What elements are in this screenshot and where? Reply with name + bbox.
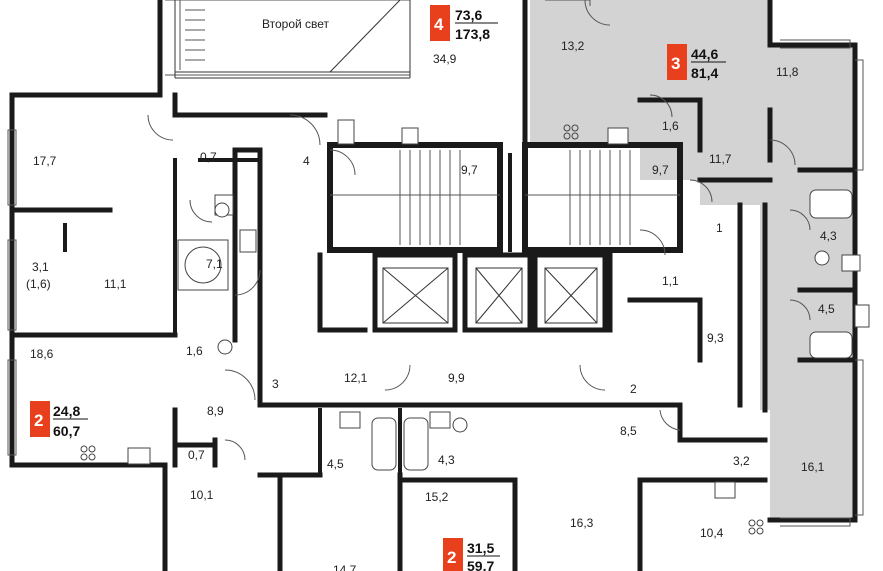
- label-room-number: 4: [303, 154, 310, 168]
- badge-rooms: 3: [671, 54, 680, 73]
- label-area: 3,1: [32, 260, 49, 274]
- label-area: 10,1: [190, 488, 214, 502]
- label-vtoroy-svet: Второй свет: [262, 17, 330, 31]
- label-area: 9,3: [707, 331, 724, 345]
- label-room-number: 2: [630, 382, 637, 396]
- label-area: 4,3: [438, 453, 455, 467]
- label-area: 1,6: [186, 344, 203, 358]
- label-area: 11,7: [709, 152, 732, 166]
- door-swings: [147, 0, 811, 461]
- badge-living-area: 73,6: [455, 7, 482, 23]
- badge-total-area: 81,4: [691, 65, 718, 81]
- badge-total-area: 173,8: [455, 26, 490, 42]
- label-area: 9,9: [448, 371, 465, 385]
- label-area: 3,2: [733, 454, 750, 468]
- label-area: 14,7: [333, 563, 357, 571]
- label-area: 4,5: [327, 457, 344, 471]
- label-area: 16,3: [570, 516, 594, 530]
- label-area: 11,1: [104, 277, 127, 291]
- label-area: 0,7: [200, 150, 217, 164]
- badge-rooms-box: [30, 401, 50, 437]
- label-area: 4,5: [818, 302, 835, 316]
- label-area: 8,5: [620, 424, 637, 438]
- apartment-badge-4k[interactable]: 4 73,6 173,8: [430, 5, 498, 42]
- apartment-badge-2k-left[interactable]: 2 24,8 60,7: [30, 401, 88, 439]
- badge-rooms: 2: [34, 411, 43, 430]
- apartment-badge-3k[interactable]: 3 44,6 81,4: [667, 44, 726, 81]
- label-area: 9,7: [652, 163, 669, 177]
- apartment-badge-2k-bottom[interactable]: 2 31,5 59,7: [443, 538, 500, 571]
- label-area: 12,1: [344, 371, 368, 385]
- label-area: 8,9: [207, 404, 224, 418]
- label-area: 1,1: [662, 274, 679, 288]
- label-area: 0,7: [188, 448, 205, 462]
- label-area: 13,2: [561, 39, 585, 53]
- label-area: 15,2: [425, 490, 449, 504]
- label-area: 1,6: [662, 119, 679, 133]
- label-area: 17,7: [33, 154, 57, 168]
- sanitary-fixtures: [127, 119, 870, 499]
- label-area: 16,1: [801, 460, 825, 474]
- label-room-number: 1: [716, 221, 723, 235]
- badge-total-area: 60,7: [53, 423, 80, 439]
- label-area: 18,6: [30, 347, 54, 361]
- stove-burners: [80, 124, 764, 535]
- label-area: (1,6): [26, 277, 51, 291]
- label-area: 10,4: [700, 526, 724, 540]
- label-area: 34,9: [433, 52, 457, 66]
- badge-rooms: 2: [447, 548, 456, 567]
- badge-living-area: 24,8: [53, 403, 80, 419]
- label-room-number: 3: [272, 377, 279, 391]
- lift-cross-marks: [382, 267, 598, 324]
- badge-rooms: 4: [434, 15, 444, 34]
- walls: [9, 0, 858, 571]
- label-area: 4,3: [820, 229, 837, 243]
- room-labels: Второй свет 34,9 13,2 11,8 1,6 11,7 9,7 …: [26, 17, 837, 571]
- label-area: 9,7: [461, 163, 478, 177]
- badge-living-area: 44,6: [691, 46, 718, 62]
- label-area: 11,8: [776, 65, 799, 79]
- stair-treads: [179, 0, 680, 245]
- badge-rooms-box: [667, 44, 687, 80]
- second-light-void: [174, 0, 411, 79]
- badge-total-area: 59,7: [467, 558, 494, 571]
- badge-living-area: 31,5: [467, 540, 494, 556]
- badge-rooms-box: [430, 5, 450, 41]
- badge-rooms-box: [443, 538, 463, 571]
- label-area: 7,1: [206, 257, 223, 271]
